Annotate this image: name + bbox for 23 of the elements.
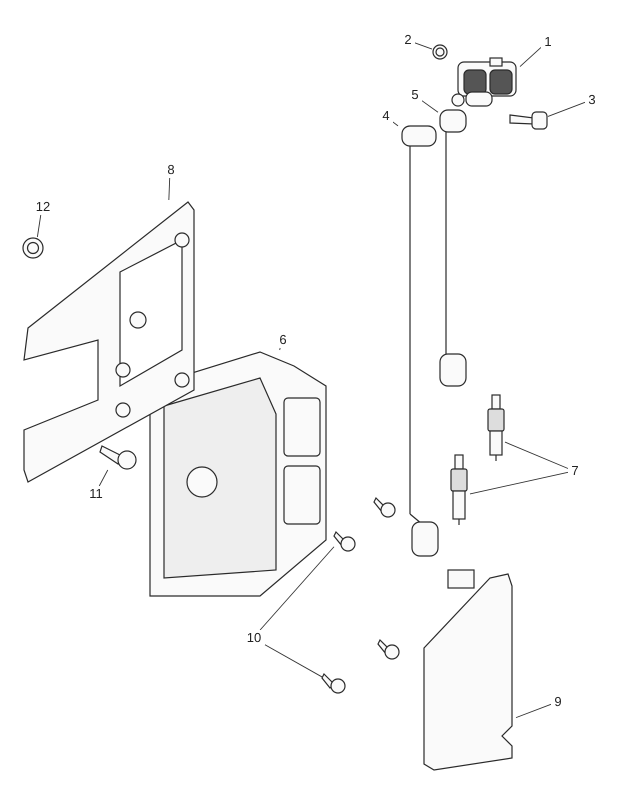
plug-drawing: [485, 395, 505, 461]
nut-drawing: [432, 44, 448, 60]
bolt-drawing: [508, 109, 548, 131]
leader-line: [279, 348, 281, 350]
leader-line: [36, 214, 42, 238]
ecu-drawing: [148, 350, 328, 598]
lead-drawing: [438, 108, 468, 388]
screw-drawing: [322, 670, 346, 694]
plug-drawing: [448, 455, 470, 525]
nut-drawing: [22, 237, 44, 259]
leader-line: [548, 102, 586, 117]
leader-line: [390, 120, 398, 126]
leader-line: [262, 643, 322, 678]
leader-line: [470, 472, 568, 494]
screw-drawing: [334, 528, 356, 552]
leader-line: [504, 442, 568, 469]
leader-line: [516, 704, 552, 718]
leader-line: [168, 178, 170, 200]
leader-line: [412, 42, 432, 50]
leader-line: [420, 98, 438, 113]
leader-line: [98, 470, 108, 486]
leader-line: [260, 546, 334, 630]
leader-line: [520, 47, 542, 67]
